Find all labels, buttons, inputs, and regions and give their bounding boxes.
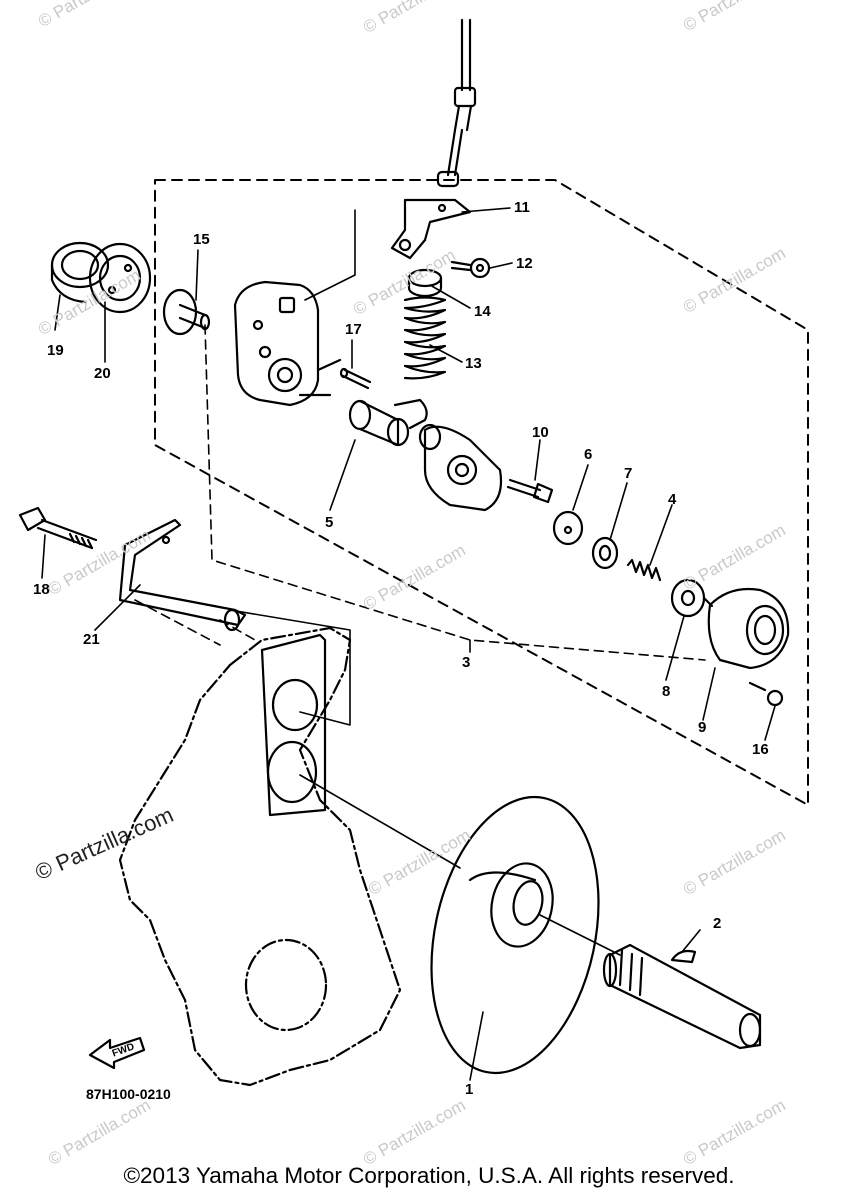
part-13-spring <box>403 296 447 380</box>
crankcase <box>118 626 402 1087</box>
callout-10: 10 <box>532 424 549 441</box>
part-20-cover <box>88 242 152 314</box>
part-16-screw <box>748 681 784 707</box>
part-15-pin <box>162 288 211 336</box>
callout-17: 17 <box>345 321 362 338</box>
part-19-cover <box>50 241 110 304</box>
callout-15: 15 <box>193 231 210 248</box>
callout-7: 7 <box>624 465 633 482</box>
part-12-screw <box>450 257 491 279</box>
part-2-key <box>670 949 697 964</box>
part-7-clip <box>591 536 619 570</box>
callout-1: 1 <box>465 1081 474 1098</box>
part-18-bolt <box>18 506 98 550</box>
part-17-pin <box>339 367 372 390</box>
crankcase-mount-face <box>260 633 327 817</box>
fwd-arrow-icon <box>88 1036 146 1070</box>
part-9-cover <box>707 587 790 670</box>
part-8-flyweight <box>670 578 714 618</box>
callout-8: 8 <box>662 683 671 700</box>
callout-6: 6 <box>584 446 593 463</box>
cable <box>436 18 477 188</box>
callout-12: 12 <box>516 255 533 272</box>
copyright-footer: ©2013 Yamaha Motor Corporation, U.S.A. A… <box>123 1163 735 1188</box>
callout-20: 20 <box>94 365 111 382</box>
callout-16: 16 <box>752 741 769 758</box>
part-4-spring <box>626 558 662 582</box>
callout-3: 3 <box>462 654 471 671</box>
drawing-code: 87H100-0210 <box>86 1086 171 1102</box>
callout-18: 18 <box>33 581 50 598</box>
leader-lines <box>41 207 776 1081</box>
callout-21: 21 <box>83 631 100 648</box>
part-11-lever <box>390 198 472 260</box>
assembly-boundary-dashed <box>154 179 809 806</box>
part-3-housing <box>418 423 503 512</box>
part-10-bolt <box>506 478 554 504</box>
part-6-washer <box>552 510 584 546</box>
callout-14: 14 <box>474 303 491 320</box>
callout-13: 13 <box>465 355 482 372</box>
drive-shaft <box>602 943 762 1050</box>
callout-9: 9 <box>698 719 707 736</box>
callout-11: 11 <box>514 199 530 216</box>
part-6-hole <box>563 525 573 535</box>
callout-2: 2 <box>713 915 722 932</box>
governor-housing <box>233 280 342 407</box>
callout-19: 19 <box>47 342 64 359</box>
part-1-sheave <box>430 795 600 1075</box>
callout-4: 4 <box>668 491 677 508</box>
callout-5: 5 <box>325 514 334 531</box>
part-5-lever <box>348 398 428 447</box>
